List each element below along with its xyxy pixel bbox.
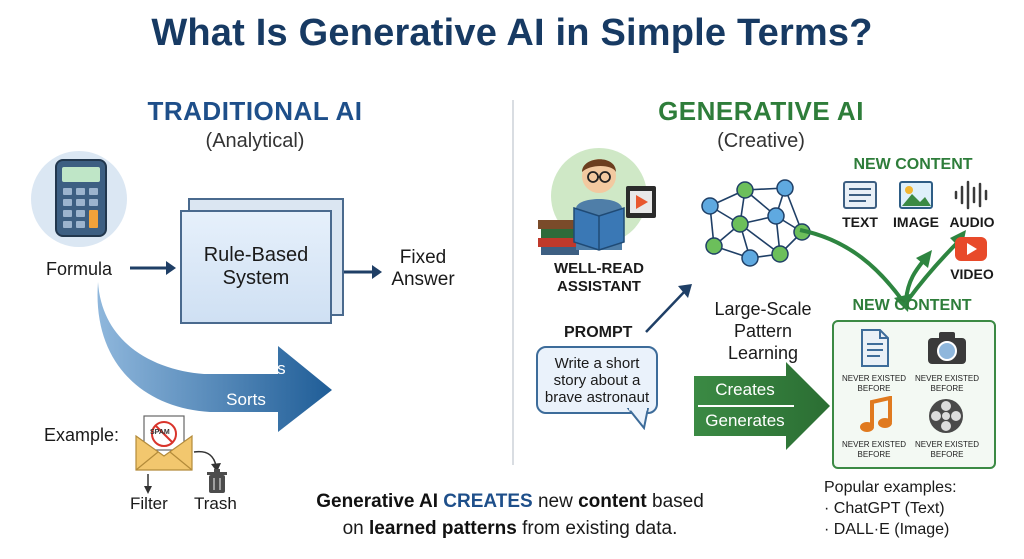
generates-label: Generates [705, 411, 785, 430]
creates-generates-arrow [694, 362, 830, 450]
never-existed-4-line2: BEFORE [930, 450, 964, 459]
summary-t2: CREATES [443, 491, 533, 512]
fixed-line2: Answer [391, 269, 455, 290]
content-type-image: IMAGE [893, 214, 939, 230]
prompt-to-network-arrow [645, 284, 692, 333]
trash-label: Trash [194, 494, 237, 513]
assistant-line2: ASSISTANT [557, 278, 641, 295]
traditional-ai-subheading: (Analytical) [205, 130, 305, 152]
summary-t3: new [532, 491, 579, 512]
arrow-to-answer [340, 265, 382, 279]
rule-box-line1: Rule-Based [203, 244, 309, 266]
example-label: Example: [44, 425, 120, 445]
spam-envelope-icon [134, 412, 194, 474]
sorts-label: Sorts [226, 390, 266, 409]
fixed-line1: Fixed [399, 247, 447, 268]
popular-example-2: · DALL·E (Image) [824, 521, 950, 538]
pattern-line1: Large-Scale [714, 299, 812, 319]
video-play-icon [954, 236, 988, 262]
text-document-icon [842, 180, 878, 210]
never-existed-1: NEVER EXISTED BEFORE [842, 374, 906, 394]
rule-box-line2: System [222, 267, 290, 289]
calculator-icon [30, 150, 128, 248]
traditional-ai-heading: TRADITIONAL AI [147, 96, 363, 126]
image-icon [898, 180, 934, 210]
calculates-sorts-arrow [97, 282, 333, 432]
never-existed-2: NEVER EXISTED BEFORE [915, 374, 979, 394]
prompt-speech-bubble: Write a short story about a brave astron… [536, 346, 658, 414]
camera-icon [926, 330, 968, 366]
never-existed-4: NEVER EXISTED BEFORE [915, 440, 979, 460]
well-read-assistant-label: WELL-READ ASSISTANT [536, 260, 662, 296]
summary-t1: Generative AI [316, 491, 444, 512]
arrow-to-rule-box [130, 261, 176, 275]
content-type-video: VIDEO [950, 266, 994, 282]
fixed-answer-label: Fixed Answer [378, 247, 468, 291]
summary-t4: content [578, 491, 647, 512]
generative-ai-heading: GENERATIVE AI [658, 96, 864, 126]
never-existed-2-line1: NEVER EXISTED [915, 374, 980, 383]
summary-t8: from existing data. [516, 518, 678, 539]
neural-network-icon [701, 179, 811, 267]
creates-label: Creates [715, 380, 775, 399]
never-existed-1-line2: BEFORE [857, 384, 891, 393]
speech-bubble-tail [626, 408, 650, 430]
document-icon [858, 328, 892, 368]
never-existed-3: NEVER EXISTED BEFORE [842, 440, 906, 460]
summary-t5: based [646, 491, 704, 512]
page-title: What Is Generative AI in Simple Terms? [151, 12, 873, 54]
audio-waveform-icon [952, 180, 992, 210]
pattern-line2: Pattern Learning [727, 321, 799, 363]
prompt-text-line1: Write a short [554, 354, 640, 372]
film-reel-icon [926, 396, 966, 436]
pattern-learning-label: Large-Scale Pattern Learning [698, 298, 828, 364]
popular-examples: Popular examples: · ChatGPT (Text) · DAL… [824, 477, 1020, 540]
new-content-panel [832, 320, 996, 469]
reading-assistant-icon [534, 146, 664, 256]
popular-example-1: · ChatGPT (Text) [824, 500, 945, 517]
prompt-label: PROMPT [564, 324, 633, 341]
summary-t7: learned patterns [369, 518, 517, 539]
section-divider [512, 100, 514, 465]
prompt-text-line3: brave astronaut [544, 388, 650, 406]
never-existed-3-line2: BEFORE [857, 450, 891, 459]
never-existed-2-line2: BEFORE [930, 384, 964, 393]
music-note-icon [858, 395, 894, 436]
spam-label: SPAM [150, 429, 170, 436]
rule-based-system-box: Rule-Based System [180, 210, 332, 324]
summary-t6: on [342, 518, 370, 539]
filter-label: Filter [130, 494, 168, 513]
calculates-label: Calculates [206, 359, 286, 378]
assistant-line1: WELL-READ [554, 260, 644, 277]
content-type-text: TEXT [842, 214, 878, 230]
new-content-top-label: NEW CONTENT [853, 156, 973, 173]
generative-ai-subheading: (Creative) [717, 130, 805, 152]
envelope-branch-arrows [144, 450, 221, 494]
prompt-text-line2: story about a [553, 371, 641, 389]
formula-label: Formula [46, 259, 113, 279]
popular-examples-label: Popular examples: [824, 479, 957, 496]
summary-text: Generative AI CREATES new content based … [260, 488, 760, 542]
trash-icon [204, 468, 230, 494]
never-existed-4-line1: NEVER EXISTED [915, 440, 980, 449]
never-existed-3-line1: NEVER EXISTED [842, 440, 907, 449]
new-content-panel-label: NEW CONTENT [852, 297, 972, 314]
content-type-audio: AUDIO [949, 214, 995, 230]
never-existed-1-line1: NEVER EXISTED [842, 374, 907, 383]
